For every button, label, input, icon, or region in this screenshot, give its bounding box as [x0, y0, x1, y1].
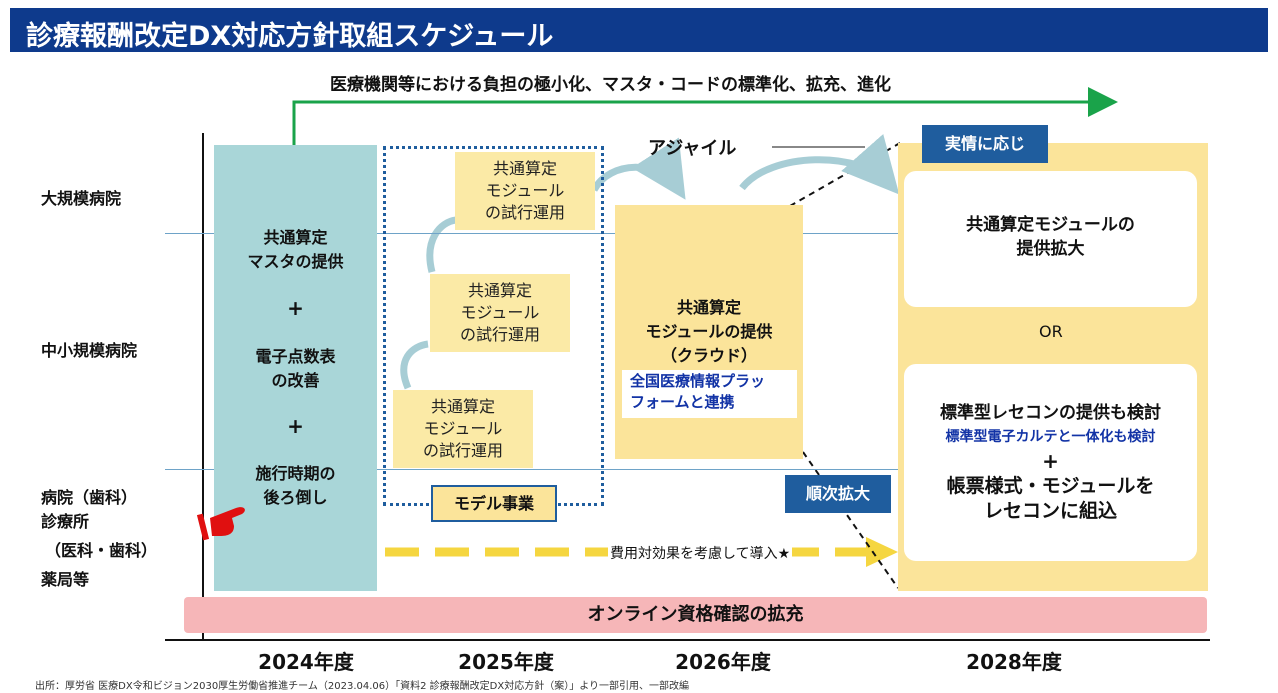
- col-2024-item2: 電子点数表の改善: [255, 347, 336, 390]
- row-label-small-4: 薬局等: [41, 570, 90, 589]
- standard-emr-text: 標準型電子カルテと一体化も検討: [945, 429, 1156, 445]
- year-2025: 2025年度: [458, 650, 554, 674]
- or-label: OR: [1039, 322, 1063, 341]
- agile-label: アジャイル: [648, 138, 737, 159]
- cloud-module-text: 共通算定モジュールの提供（クラウド）: [645, 298, 773, 365]
- sequential-expand-tag: 順次拡大: [785, 475, 891, 513]
- row-label-small-3: （医科・歯科）: [45, 541, 158, 560]
- title-bar: 診療報酬改定DX対応方針取組スケジュール: [10, 8, 1268, 52]
- col-2024-item1: 共通算定マスタの提供: [247, 228, 344, 271]
- row-label-large: 大規模病院: [41, 189, 122, 208]
- expand-module-box: [904, 171, 1197, 307]
- goal-arrow-label: 医療機関等における負担の極小化、マスタ・コードの標準化、拡充、進化: [330, 75, 891, 95]
- page-title: 診療報酬改定DX対応方針取組スケジュール: [26, 21, 554, 52]
- cost-effect-arrowhead: [866, 537, 898, 567]
- col-2024-box: [214, 145, 377, 591]
- row-label-medium: 中小規模病院: [41, 341, 138, 360]
- form-module-text: 帳票様式・モジュールをレセコンに組込: [946, 475, 1155, 522]
- online-qualification-bar: オンライン資格確認の拡充: [184, 597, 1207, 633]
- curve-arrow-1: [426, 216, 457, 273]
- pointing-hand-icon: [196, 507, 245, 541]
- row-label-small-1: 病院（歯科）: [41, 488, 138, 507]
- plus-1: +: [287, 296, 304, 320]
- standard-rececom-box: [904, 364, 1197, 561]
- model-project-label: モデル事業: [431, 485, 557, 522]
- national-platform-box: 全国医療情報プラッフォームと連携: [622, 370, 797, 418]
- plus-2: +: [287, 414, 304, 438]
- row-divider-2: [165, 469, 1208, 470]
- trial-box-medium: 共通算定モジュールの試行運用: [430, 274, 570, 352]
- curve-arrow-2: [400, 340, 429, 390]
- year-2026: 2026年度: [675, 650, 771, 674]
- as-needed-tag: 実情に応じ: [922, 125, 1048, 163]
- curve-arrow-3: [590, 137, 686, 200]
- curve-arrow-4: [739, 133, 900, 195]
- goal-arrow: [292, 87, 1118, 145]
- plus-3: +: [1042, 449, 1059, 473]
- trial-box-small: 共通算定モジュールの試行運用: [393, 390, 533, 468]
- col-2024-item3: 施行時期の後ろ倒し: [255, 464, 336, 507]
- year-2028: 2028年度: [966, 650, 1062, 674]
- year-2024: 2024年度: [258, 650, 354, 674]
- standard-rececom-text: 標準型レセコンの提供も検討: [940, 403, 1161, 423]
- trial-box-large: 共通算定モジュールの試行運用: [455, 152, 595, 230]
- source-note: 出所：厚労省 医療DX令和ビジョン2030厚生労働省推進チーム（2023.04.…: [35, 681, 690, 692]
- row-label-small-2: 診療所: [41, 512, 90, 531]
- cost-effect-label: 費用対効果を考慮して導入★: [608, 543, 793, 563]
- expand-module-text: 共通算定モジュールの提供拡大: [966, 215, 1135, 259]
- expand-diagonal-bottom: [802, 451, 899, 589]
